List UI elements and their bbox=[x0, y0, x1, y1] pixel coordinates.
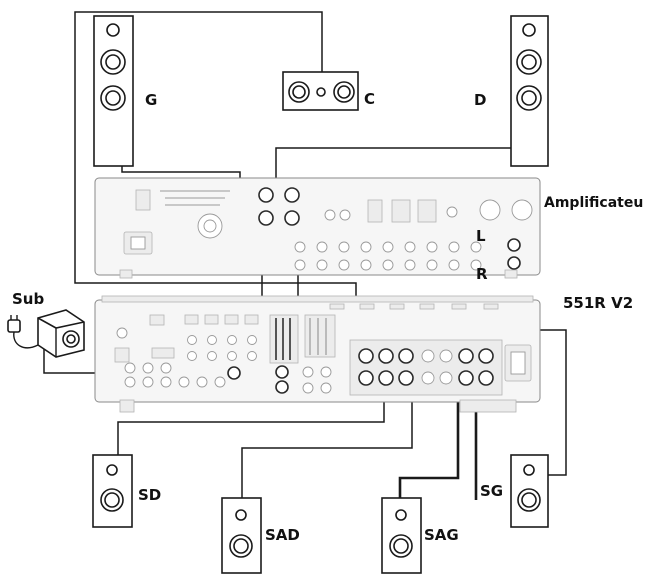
label-right-channel: R bbox=[476, 265, 488, 283]
receiver-preout-left-jack bbox=[275, 365, 289, 379]
label-surround-right: SD bbox=[138, 486, 161, 504]
receiver-speaker-terminal-block bbox=[349, 339, 503, 396]
amplifier-input-grid bbox=[294, 241, 482, 271]
receiver-video-jacks bbox=[187, 335, 257, 361]
speaker-center bbox=[282, 71, 359, 111]
speaker-surround-right bbox=[92, 454, 133, 528]
label-receiver: 551R V2 bbox=[563, 294, 633, 312]
subwoofer-power-plug bbox=[7, 315, 39, 349]
receiver-preout-right-jack bbox=[275, 380, 289, 394]
amplifier-xlr-left bbox=[479, 199, 501, 221]
label-front-right: D bbox=[474, 91, 486, 109]
label-surround-back-right: SAD bbox=[265, 526, 300, 544]
speaker-surround-back-left bbox=[381, 497, 422, 574]
receiver-foot-right bbox=[459, 399, 517, 413]
subwoofer bbox=[37, 309, 85, 358]
label-center: C bbox=[364, 90, 375, 108]
amplifier-input-left-jack bbox=[507, 238, 521, 252]
speaker-surround-left bbox=[510, 454, 549, 528]
wire-surround-back-left bbox=[398, 385, 460, 498]
label-surround-back-left: SAG bbox=[424, 526, 459, 544]
receiver-speaker-terminals bbox=[358, 348, 494, 386]
label-left-channel: L bbox=[476, 227, 486, 245]
speaker-surround-back-right bbox=[221, 497, 262, 574]
wire-surround-back-right bbox=[241, 385, 413, 498]
amplifier-power-socket-pins bbox=[130, 236, 146, 250]
receiver-hdmi-ports bbox=[184, 314, 259, 325]
receiver-audio-inputs bbox=[124, 362, 332, 394]
amplifier-speaker-terminals bbox=[258, 187, 300, 226]
label-subwoofer: Sub bbox=[12, 290, 44, 308]
receiver-foot-left bbox=[119, 399, 135, 413]
label-surround-left: SG bbox=[480, 482, 503, 500]
speaker-front-right bbox=[510, 15, 549, 167]
amplifier-foot-left bbox=[119, 269, 133, 279]
label-amplifier: Amplificateu bbox=[544, 195, 643, 211]
receiver-top-edge bbox=[101, 295, 534, 303]
amplifier-input-right-jack bbox=[507, 256, 521, 270]
receiver-subwoofer-out-jack bbox=[227, 366, 241, 380]
amplifier-xlr-right bbox=[511, 199, 533, 221]
receiver-rear-panel bbox=[94, 295, 541, 413]
speaker-front-left bbox=[93, 15, 134, 167]
label-front-left: G bbox=[145, 91, 157, 109]
amplifier-foot-right bbox=[504, 269, 518, 279]
amplifier-power-switch bbox=[135, 189, 151, 211]
amplifier-rear-panel bbox=[94, 177, 541, 279]
